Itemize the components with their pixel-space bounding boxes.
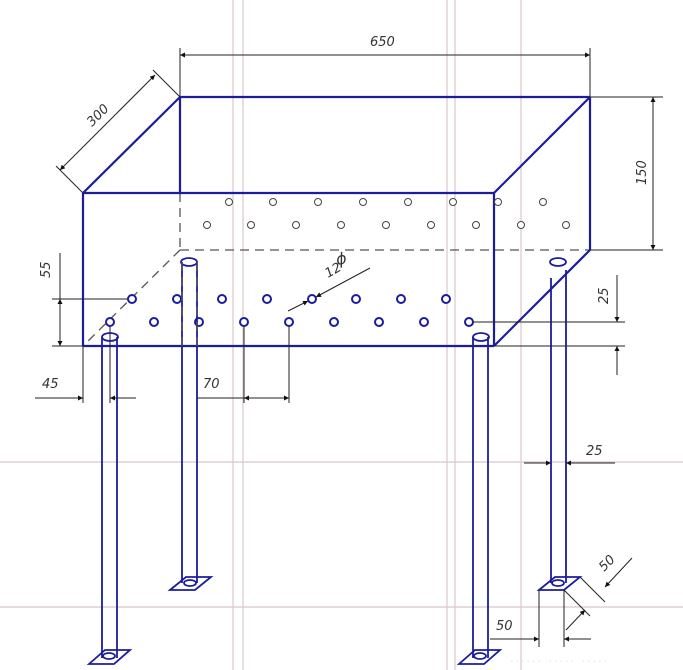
- dimension-depth-label: 300: [84, 102, 112, 130]
- dimension-hole-row-spacing: 25: [473, 275, 625, 375]
- dimension-hole-pitch: 70: [197, 326, 290, 403]
- dimension-foot-width: 50: [490, 590, 591, 647]
- front-wall-holes: [105, 294, 474, 327]
- dimension-leg-width: 25: [524, 444, 615, 466]
- dimension-foot-width-label: 50: [496, 619, 513, 634]
- dimension-length: 650: [179, 35, 591, 97]
- dimension-hole-pitch-label: 70: [203, 377, 220, 392]
- leg-front-right: [456, 332, 503, 665]
- dimension-hole-diameter-label: 12: [323, 260, 345, 281]
- back-wall-holes: [203, 198, 570, 229]
- brazier-body: [81, 95, 592, 348]
- diameter-symbol: ϕ: [334, 248, 348, 269]
- dimension-hole-height: 55: [39, 253, 128, 347]
- dimension-hole-row-spacing-label: 25: [597, 287, 612, 304]
- dimension-hole-height-label: 55: [39, 261, 54, 278]
- dimension-foot-depth-label: 50: [596, 553, 618, 575]
- watermark: ······ ····· ·····: [510, 655, 609, 668]
- leg-back-right: [536, 257, 583, 591]
- dimension-leg-offset: 45: [35, 326, 136, 403]
- dimension-height-label: 150: [635, 160, 650, 185]
- dimension-length-label: 650: [370, 35, 395, 50]
- dimension-foot-depth: 50: [563, 553, 633, 631]
- leg-back-left: [167, 257, 214, 591]
- dimension-leg-offset-label: 45: [42, 377, 59, 392]
- dimension-height: 150: [590, 96, 663, 251]
- dimension-hole-diameter: 12 ϕ: [287, 248, 371, 312]
- dimension-depth: 300: [55, 69, 181, 194]
- leg-front-left: [86, 332, 133, 665]
- dimension-leg-width-label: 25: [586, 444, 603, 459]
